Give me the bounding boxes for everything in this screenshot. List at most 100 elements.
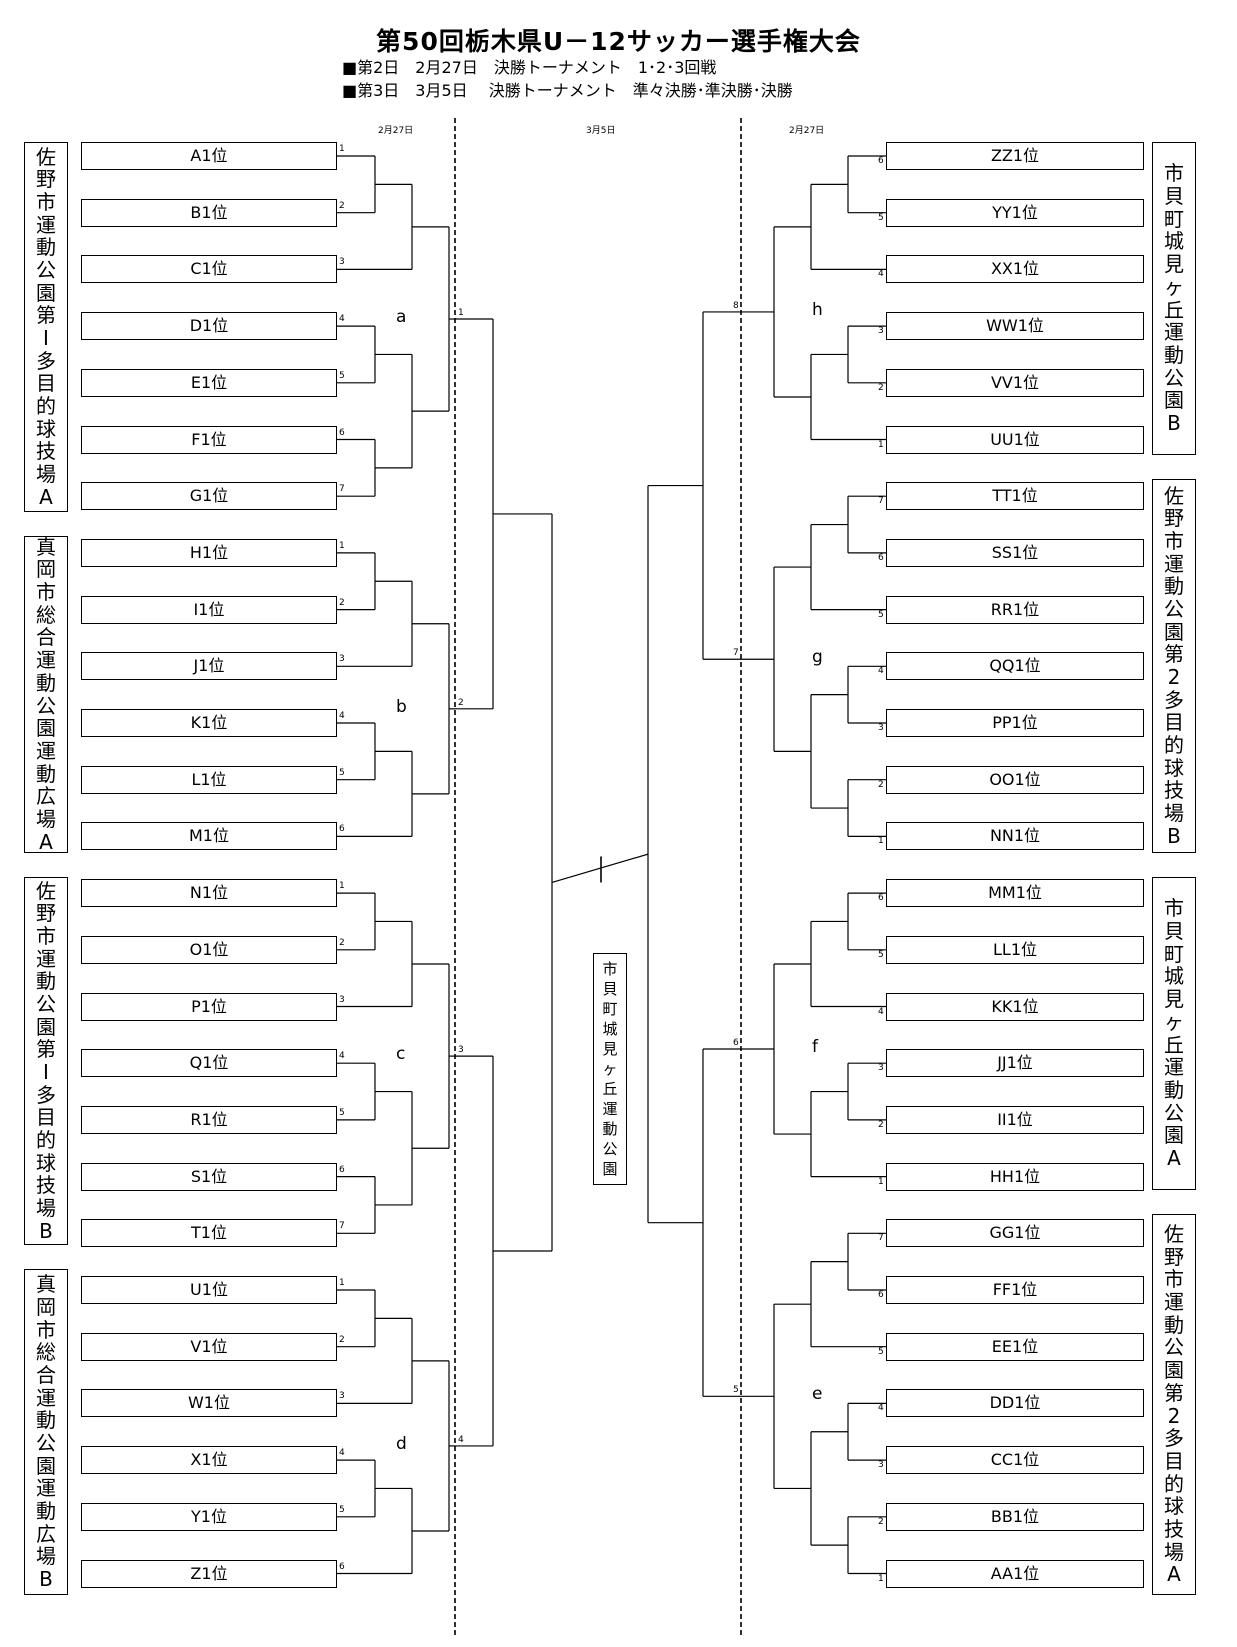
team-slot-left: H1位 xyxy=(81,538,337,567)
venue-char: 丘 xyxy=(1164,1032,1184,1057)
seed-number: 3 xyxy=(878,1460,884,1471)
venue-char: 多 xyxy=(1164,687,1184,712)
seed-number: 4 xyxy=(878,1403,884,1414)
venue-char: 的 xyxy=(1164,1471,1184,1496)
venue-char: 市 xyxy=(1164,528,1184,553)
seed-number: 3 xyxy=(878,326,884,337)
venue-char: 運 xyxy=(1164,320,1184,345)
quarter-number: 2 xyxy=(458,697,464,708)
venue-char: 園 xyxy=(1164,619,1184,644)
venue-char: 運 xyxy=(36,1476,56,1501)
venue-char: 市 xyxy=(36,580,56,605)
venue-char: A xyxy=(39,829,53,854)
group-label: e xyxy=(812,1384,823,1405)
venue-char: 球 xyxy=(36,416,56,441)
team-slot-right: XX1位 xyxy=(886,255,1144,284)
team-slot-right: YY1位 xyxy=(886,198,1144,227)
team-slot-right: HH1位 xyxy=(886,1162,1144,1191)
venue-char: B xyxy=(1167,410,1181,435)
venue-char: 公 xyxy=(36,257,56,282)
seed-number: 4 xyxy=(339,1051,345,1062)
group-label: f xyxy=(812,1037,818,1058)
seed-number: 1 xyxy=(339,881,345,892)
venue-char: 園 xyxy=(602,1160,618,1178)
venue-char: 運 xyxy=(36,212,56,237)
venue-char: 目 xyxy=(1164,1448,1184,1473)
venue-char: 運 xyxy=(36,946,56,971)
venue-char: 園 xyxy=(36,1453,56,1478)
team-slot-left: N1位 xyxy=(81,879,337,908)
team-slot-left: M1位 xyxy=(81,822,337,851)
seed-number: 3 xyxy=(339,654,345,665)
venue-char: 丘 xyxy=(602,1080,618,1098)
venue-char: 動 xyxy=(36,1408,56,1433)
team-slot-right: SS1位 xyxy=(886,538,1144,567)
venue-char: 総 xyxy=(36,1340,56,1365)
venue-char: ヶ xyxy=(1164,274,1184,299)
seed-number: 1 xyxy=(878,439,884,450)
venue-char: 貝 xyxy=(602,980,618,998)
venue-char: 目 xyxy=(1164,710,1184,735)
venue-char: 野 xyxy=(36,167,56,192)
venue-char: 園 xyxy=(36,280,56,305)
seed-number: 6 xyxy=(878,1290,884,1300)
team-slot-left: F1位 xyxy=(81,425,337,454)
team-slot-left: T1位 xyxy=(81,1219,337,1248)
venue-char: 園 xyxy=(36,716,56,741)
team-slot-right: VV1位 xyxy=(886,368,1144,397)
team-slot-right: NN1位 xyxy=(886,822,1144,851)
team-slot-left: R1位 xyxy=(81,1105,337,1134)
seed-number: 1 xyxy=(878,1176,884,1187)
venue-char: 総 xyxy=(36,602,56,627)
venue-char: 真 xyxy=(36,534,56,559)
team-slot-left: A1位 xyxy=(81,142,337,170)
team-slot-left: E1位 xyxy=(81,368,337,397)
venue-char: 野 xyxy=(1164,1244,1184,1269)
venue-char: 園 xyxy=(1164,1358,1184,1383)
seed-number: 5 xyxy=(878,212,884,223)
team-slot-left: K1位 xyxy=(81,709,337,737)
seed-number: 2 xyxy=(878,779,884,790)
venue-char: 動 xyxy=(602,1120,618,1138)
venue-char: 町 xyxy=(1164,941,1184,966)
venue-char: 運 xyxy=(36,1385,56,1410)
seed-number: 1 xyxy=(878,836,884,847)
seed-number: 6 xyxy=(878,156,884,166)
venue-char: 動 xyxy=(36,1499,56,1524)
venue-char: 公 xyxy=(36,1431,56,1455)
venue-char: 市 xyxy=(602,960,618,978)
venue-char: 的 xyxy=(36,1128,56,1153)
team-slot-right: BB1位 xyxy=(886,1502,1144,1531)
venue-char: Ⅰ xyxy=(43,1060,49,1084)
venue-char: 佐 xyxy=(1164,1222,1184,1246)
venue-char: 場 xyxy=(1164,1539,1184,1564)
date-label-center: 3月5日 xyxy=(586,126,616,136)
venue-char: 運 xyxy=(1164,551,1184,576)
venue-char: 多 xyxy=(36,1082,56,1107)
venue-char: 佐 xyxy=(36,144,56,169)
venue-char: 真 xyxy=(36,1272,56,1297)
final-line xyxy=(551,853,649,884)
team-slot-right: AA1位 xyxy=(886,1559,1144,1588)
seed-number: 1 xyxy=(339,1278,345,1288)
venue-char: 動 xyxy=(36,761,56,786)
venue-char: A xyxy=(39,484,53,509)
venue-char: 貝 xyxy=(1164,184,1184,209)
venue-char: 貝 xyxy=(1164,919,1184,944)
team-slot-left: J1位 xyxy=(81,652,337,681)
venue-char: 目 xyxy=(36,1105,56,1130)
quarter-number: 7 xyxy=(733,648,739,659)
venue-char: 丘 xyxy=(1164,297,1184,322)
team-slot-right: TT1位 xyxy=(886,482,1144,511)
seed-number: 5 xyxy=(878,609,884,620)
venue-char: 公 xyxy=(1164,1100,1184,1125)
seed-number: 1 xyxy=(339,144,345,154)
seed-number: 6 xyxy=(878,893,884,904)
team-slot-right: ZZ1位 xyxy=(886,142,1144,170)
venue-char: 場 xyxy=(36,1196,56,1221)
team-slot-right: EE1位 xyxy=(886,1332,1144,1361)
